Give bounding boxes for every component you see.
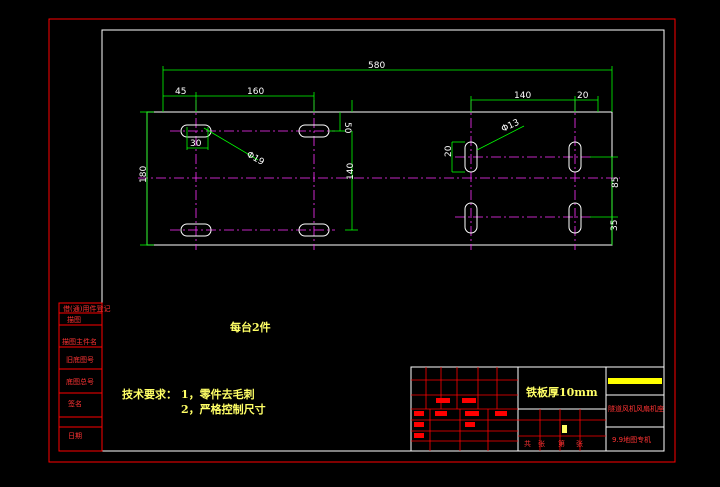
dim-hole-dia-left: Φ19 [245, 150, 266, 168]
sidebar-item-5: 底图总号 [66, 377, 94, 386]
material-label: 铁板厚10mm [526, 385, 598, 399]
dim-hole-pitch-x: 160 [247, 87, 264, 97]
product-name: 隧道风机风扇机座 [608, 404, 664, 413]
plate-outline [146, 111, 613, 246]
sidebar-item-7: 日期 [68, 432, 82, 440]
outer-frame [48, 18, 676, 463]
tech-req-2: 2，严格控制尺寸 [181, 402, 266, 416]
sidebar-item-1: 借(通)用件登记 [63, 304, 110, 313]
sidebar-item-2: 描图 [67, 315, 81, 324]
dim-slot-right: 20 [444, 145, 454, 157]
tech-req-label: 技术要求： [122, 387, 177, 401]
sidebar-item-4: 旧底图号 [66, 355, 94, 364]
sheet-label-4: 张 [576, 439, 583, 448]
tech-req-1: 1，零件去毛刺 [181, 387, 255, 401]
dim-right-edge: 20 [577, 91, 589, 101]
right-slots [464, 141, 582, 234]
title-block: 铁板厚10mm 隧道风机风扇机座 9.9地图专机 共 张 第 张 [410, 366, 665, 452]
sheet-label-2: 张 [538, 439, 545, 448]
left-slots [180, 124, 330, 237]
sidebar: 借(通)用件登记 描图 描图主件名 旧底图号 底图总号 签名 日期 [58, 302, 110, 452]
dim-height: 180 [139, 166, 149, 183]
sidebar-item-6: 签名 [68, 399, 82, 408]
inner-frame [101, 29, 665, 452]
sheet-label-1: 共 [524, 439, 531, 448]
sidebar-item-3: 描图主件名 [62, 337, 97, 346]
dim-hole-dia-right: Φ13 [500, 118, 521, 135]
dim-left-offset: 45 [175, 87, 186, 97]
dim-right-bottom: 35 [610, 220, 620, 231]
company-name: 9.9地图专机 [612, 435, 651, 444]
dim-right-gap: 85 [611, 177, 621, 188]
quantity-note: 每台2件 [230, 320, 271, 334]
dim-overall: 580 [368, 61, 385, 71]
dim-right-pitch: 140 [514, 91, 531, 101]
sheet-label-3: 第 [558, 439, 565, 448]
dim-top-edge: 50 [342, 122, 352, 134]
dimension-lines [140, 66, 618, 246]
dim-slot-left: 30 [190, 139, 202, 149]
dim-hole-pitch-y: 140 [346, 163, 356, 180]
